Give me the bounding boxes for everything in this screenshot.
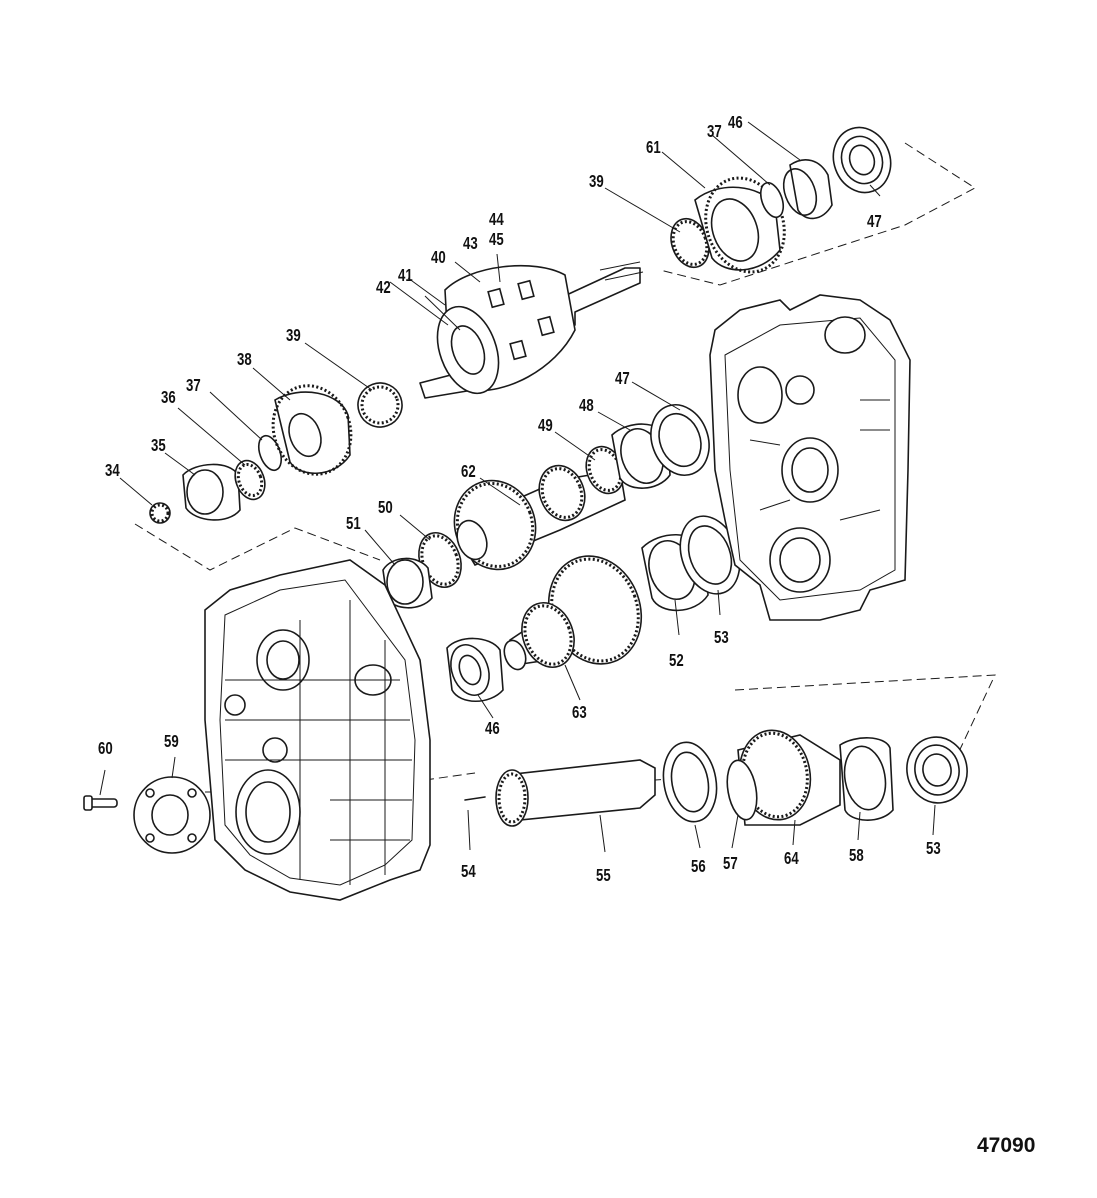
part-label-53-bottom: 53 [926, 839, 941, 858]
part-label-61: 61 [646, 138, 661, 157]
part-label-55: 55 [596, 866, 611, 885]
part-label-49: 49 [538, 416, 553, 435]
part-label-48: 48 [579, 396, 594, 415]
part-label-40: 40 [431, 248, 446, 267]
lower-shaft-parts [464, 729, 968, 827]
upper-shaft-parts [670, 126, 892, 274]
part-label-45: 45 [489, 230, 504, 249]
part-label-34: 34 [105, 461, 120, 480]
part-label-53-middle: 53 [714, 628, 729, 647]
part-label-56: 56 [691, 857, 706, 876]
part-label-47-top: 47 [867, 212, 882, 231]
part-label-50: 50 [378, 498, 393, 517]
clutch-shaft-assembly [419, 261, 644, 399]
part-label-43: 43 [463, 234, 478, 253]
part-label-62: 62 [461, 462, 476, 481]
upper-left-small-parts [149, 382, 403, 524]
part-label-35: 35 [151, 436, 166, 455]
part-label-54: 54 [461, 862, 476, 881]
part-label-37-left: 37 [186, 376, 201, 395]
part-labels: 34 35 36 37 38 39 42 41 40 43 44 45 39 6… [98, 113, 941, 885]
part-label-36: 36 [161, 388, 176, 407]
part-label-39-right: 39 [589, 172, 604, 191]
part-label-42: 42 [376, 278, 391, 297]
part-label-44: 44 [489, 210, 504, 229]
rear-housing [709, 294, 911, 621]
label-leaders [99, 121, 936, 853]
figure-number: 47090 [977, 1134, 1035, 1157]
part-label-64: 64 [784, 849, 799, 868]
part-label-60: 60 [98, 739, 113, 758]
part-label-63: 63 [572, 703, 587, 722]
part-label-47-middle: 47 [615, 369, 630, 388]
part-label-57: 57 [723, 854, 738, 873]
output-gear-parts [446, 515, 741, 702]
front-housing [204, 559, 431, 901]
part-label-39-left: 39 [286, 326, 301, 345]
part-label-41: 41 [398, 266, 413, 285]
cover-plate-and-bolt [83, 776, 211, 854]
part-label-46-top: 46 [728, 113, 743, 132]
part-label-37-right: 37 [707, 122, 722, 141]
part-label-51: 51 [346, 514, 361, 533]
part-label-52: 52 [669, 651, 684, 670]
countershaft-parts [382, 404, 710, 609]
part-label-38: 38 [237, 350, 252, 369]
part-label-58: 58 [849, 846, 864, 865]
part-label-59: 59 [164, 732, 179, 751]
part-label-46-bottom: 46 [485, 719, 500, 738]
